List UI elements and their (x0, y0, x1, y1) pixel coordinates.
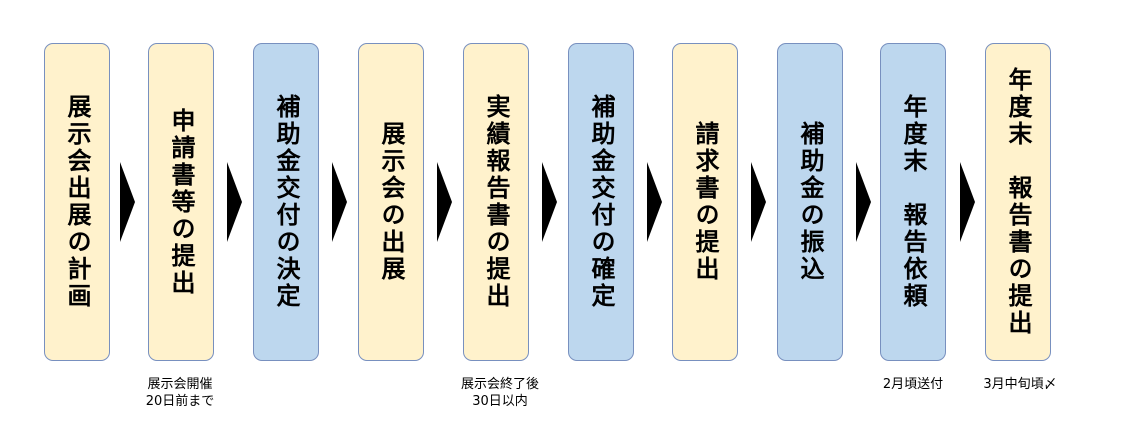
step-label: 補助金交付の確定 (587, 94, 615, 310)
step-label: 年度末 報告依頼 (899, 94, 927, 310)
step-10-caption: 3月中旬頃〆 (983, 376, 1056, 393)
step-8-box: 補助金の振込 (777, 43, 843, 361)
step-5-caption: 展示会終了後 30日以内 (461, 376, 539, 410)
step-10-box: 年度末 報告書の提出 (985, 43, 1051, 361)
arrow-icon (332, 162, 347, 242)
step-3-box: 補助金交付の決定 (253, 43, 319, 361)
arrow-icon (227, 162, 242, 242)
step-label: 展示会の出展 (377, 121, 405, 283)
step-label: 展示会出展の計画 (63, 94, 91, 310)
step-2-caption: 展示会開催 20日前まで (146, 376, 215, 410)
step-9-caption: 2月頃送付 (883, 376, 943, 393)
step-7-box: 請求書の提出 (672, 43, 738, 361)
caption-line: 2月頃送付 (882, 377, 944, 392)
step-label: 実績報告書の提出 (482, 94, 510, 310)
arrow-icon (960, 162, 975, 242)
arrow-icon (542, 162, 557, 242)
step-label: 請求書の提出 (691, 121, 719, 283)
caption-line: 30日以内 (472, 394, 528, 409)
step-9-box: 年度末 報告依頼 (880, 43, 946, 361)
step-2-box: 申請書等の提出 (148, 43, 214, 361)
caption-line: 展示会終了後 (460, 377, 540, 392)
step-label: 補助金の振込 (796, 121, 824, 283)
step-5-box: 実績報告書の提出 (463, 43, 529, 361)
step-4-box: 展示会の出展 (358, 43, 424, 361)
step-6-box: 補助金交付の確定 (568, 43, 634, 361)
arrow-icon (437, 162, 452, 242)
step-1-box: 展示会出展の計画 (44, 43, 110, 361)
caption-line: 20日前まで (145, 394, 215, 409)
arrow-icon (647, 162, 662, 242)
arrow-icon (856, 162, 871, 242)
caption-line: 展示会開催 (147, 377, 213, 392)
step-label: 補助金交付の決定 (272, 94, 300, 310)
step-label: 年度末 報告書の提出 (1004, 67, 1032, 337)
arrow-icon (120, 162, 135, 242)
arrow-icon (751, 162, 766, 242)
caption-line: 3月中旬頃〆 (983, 377, 1057, 392)
step-label: 申請書等の提出 (167, 107, 195, 297)
